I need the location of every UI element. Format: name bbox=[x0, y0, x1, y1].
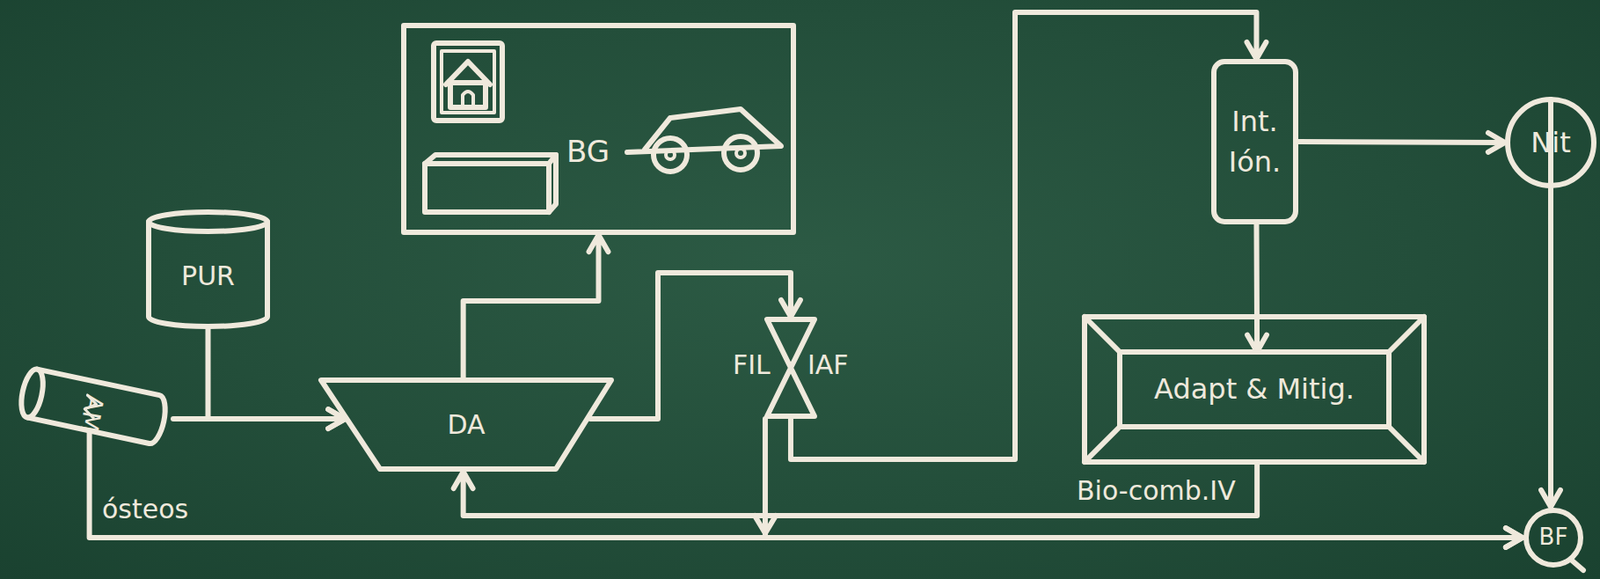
flow-arrow bbox=[173, 409, 345, 429]
node-label: Nit bbox=[1530, 122, 1571, 163]
shape-outline bbox=[1211, 58, 1299, 225]
feed-tank: AM bbox=[14, 365, 174, 449]
prism-top bbox=[424, 154, 556, 164]
process-circle: Nit bbox=[1505, 96, 1597, 189]
valve-outline bbox=[767, 319, 815, 417]
edge-label: ósteos bbox=[102, 493, 189, 526]
house-body bbox=[450, 82, 486, 108]
text-area: Int. Ión. bbox=[1211, 58, 1299, 225]
text-area: PUR bbox=[146, 209, 271, 329]
storage-tank: PUR bbox=[146, 209, 271, 329]
text-area: Adapt & Mitig. bbox=[1081, 314, 1427, 465]
node-label: IAF bbox=[807, 349, 849, 381]
product-circle: BF bbox=[1522, 506, 1585, 569]
node-label: PUR bbox=[181, 256, 235, 296]
flow-arrow bbox=[590, 272, 801, 419]
node-label: Int. Ión. bbox=[1214, 101, 1295, 183]
node-label: BG bbox=[566, 133, 610, 170]
text-area: BF bbox=[1522, 506, 1585, 569]
circle-outline bbox=[1507, 99, 1594, 186]
frame-inner bbox=[1119, 351, 1389, 427]
flow-arrow bbox=[89, 431, 1523, 548]
node-label: DA bbox=[446, 405, 485, 445]
tank-group bbox=[17, 366, 169, 446]
frame-outer bbox=[1084, 316, 1425, 462]
prism-side bbox=[548, 154, 556, 212]
house-icon-frame bbox=[433, 43, 503, 121]
tank-end bbox=[17, 366, 47, 419]
edge-label: Bio-comb.IV bbox=[1076, 474, 1236, 507]
flow-arrow bbox=[463, 234, 609, 378]
node-label: BF bbox=[1539, 520, 1569, 555]
prism-front bbox=[424, 163, 549, 212]
shape-outline bbox=[401, 22, 797, 235]
node-label: FIL bbox=[732, 349, 771, 381]
frame-bevel bbox=[1084, 316, 1425, 462]
tank-body bbox=[27, 369, 169, 446]
text-area bbox=[401, 22, 797, 235]
flow-arrow bbox=[1298, 132, 1506, 153]
flow-arrow bbox=[1247, 224, 1267, 352]
circle-outline bbox=[1526, 510, 1581, 565]
car-hub bbox=[665, 150, 675, 160]
circle-tail bbox=[1570, 559, 1584, 570]
car-wheel bbox=[653, 138, 687, 172]
text-area: DA bbox=[318, 377, 614, 472]
flow-arrow bbox=[453, 464, 1257, 516]
process-box: Adapt & Mitig. bbox=[1081, 314, 1427, 465]
equipment-box: BG bbox=[401, 22, 797, 235]
flow-arrow bbox=[1541, 188, 1561, 507]
valve-symbol: FIL IAF bbox=[730, 316, 861, 419]
node-label: AM bbox=[73, 392, 110, 435]
house-door bbox=[462, 91, 474, 108]
box-outline bbox=[403, 25, 794, 233]
box-outline bbox=[1213, 61, 1296, 222]
car-hub bbox=[736, 148, 746, 158]
node-label: Adapt & Mitig. bbox=[1154, 368, 1355, 410]
flow-arrow bbox=[765, 418, 1523, 548]
text-area: Nit bbox=[1505, 96, 1597, 189]
digester-trapezoid: DA bbox=[318, 377, 614, 472]
process-box: Int. Ión. bbox=[1211, 58, 1299, 225]
tank-top bbox=[148, 211, 268, 232]
trapezoid-outline bbox=[321, 379, 612, 469]
car-wheel bbox=[723, 136, 758, 170]
tank-body bbox=[148, 221, 268, 327]
house-icon-inner bbox=[441, 51, 495, 113]
